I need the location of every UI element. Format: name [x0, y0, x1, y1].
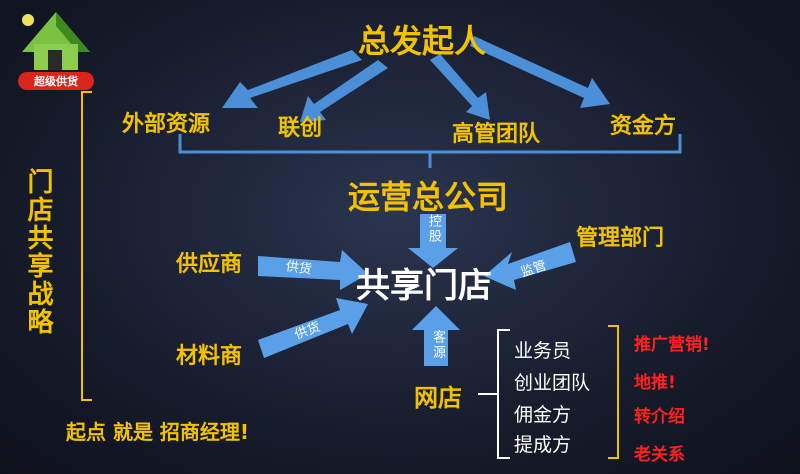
method-referral: 转介绍 [634, 407, 685, 427]
online-link-label: 客源 [430, 330, 445, 360]
house-logo-icon [18, 12, 94, 90]
arrow-founder-capital [470, 36, 610, 108]
channel-salesperson: 业务员 [514, 340, 572, 362]
online-store-node: 网店 [414, 384, 462, 412]
supplier-link-label: 供货 [284, 259, 313, 278]
side-bracket [81, 91, 92, 401]
logo: 超级供货 [8, 6, 104, 92]
methods-bracket [608, 325, 619, 459]
method-relationship: 老关系 [634, 445, 685, 465]
hq-node: 运营总公司 [348, 178, 509, 216]
bottom-caption: 起点 就是 招商经理! [66, 420, 250, 444]
method-ground: 地推! [634, 373, 676, 393]
method-promotion: 推广营销! [634, 335, 710, 355]
arrow-founder-exec [430, 54, 490, 120]
management-node: 管理部门 [576, 226, 665, 251]
logo-text: 超级供货 [34, 75, 78, 88]
store-node: 共享门店 [356, 266, 492, 306]
hq-store-label: 控股 [426, 214, 441, 244]
arrow-founder-external [222, 50, 362, 108]
arrow-founder-lianchuang [300, 60, 388, 122]
channel-startup-team: 创业团队 [514, 372, 591, 394]
arrow-supplier-store [258, 250, 368, 290]
supplier-node: 供应商 [176, 252, 243, 277]
channels-bracket [478, 329, 510, 459]
partner-exec-team: 高管团队 [452, 122, 541, 147]
arrow-material-store [258, 298, 368, 358]
partner-external: 外部资源 [122, 112, 211, 137]
partners-bracket [178, 134, 682, 168]
channel-commission: 佣金方 [514, 404, 572, 426]
partner-capital: 资金方 [610, 114, 677, 139]
arrow-online-store [412, 306, 460, 366]
arrow-hq-store [408, 214, 458, 268]
arrow-mgmt-store [484, 242, 576, 290]
side-title: 门店共享战略 [23, 168, 53, 336]
material-node: 材料商 [176, 344, 243, 369]
founder-node: 总发起人 [358, 22, 487, 60]
partner-lianchuang: 联创 [278, 116, 323, 141]
channel-bonus: 提成方 [514, 434, 572, 456]
